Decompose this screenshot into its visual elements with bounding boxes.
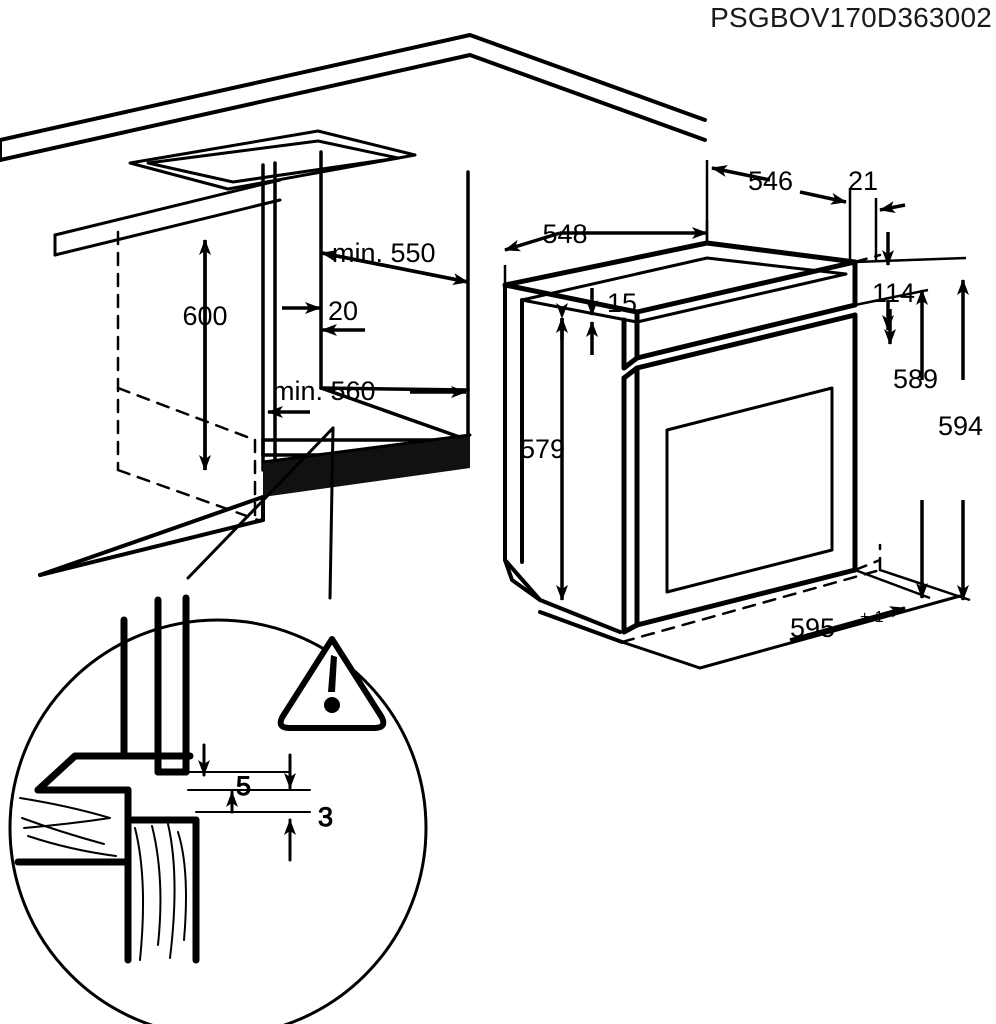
dim-min-560 xyxy=(267,386,467,418)
label-5: 5 xyxy=(236,771,251,801)
label-589: 589 xyxy=(893,364,938,394)
label-21: 21 xyxy=(848,166,878,196)
detail-leader-lines xyxy=(186,426,335,600)
oven-top-plate xyxy=(502,240,858,324)
cabinet-dimension-labels: 600 min. 550 20 min. 560 xyxy=(182,238,435,406)
label-546: 546 xyxy=(748,166,793,196)
detail-dimension-labels: 5 3 xyxy=(236,771,334,833)
hob-cutout xyxy=(128,129,417,191)
label-114: 114 xyxy=(872,278,915,308)
oven-dimensions xyxy=(503,160,969,672)
label-600: 600 xyxy=(182,301,227,331)
label-595: 595 xyxy=(790,613,835,643)
dim-595 xyxy=(789,606,906,642)
oven-fascia-band xyxy=(621,259,858,371)
cabinet-dimensions xyxy=(199,239,469,471)
warning-triangle-icon xyxy=(277,636,387,731)
oven-door-glass xyxy=(665,386,834,594)
oven-dimension-labels: 548 546 21 15 114 579 589 594 595 +-1 xyxy=(520,166,983,643)
label-595-tolerance: +-1 xyxy=(860,609,884,626)
dim-546 xyxy=(705,160,852,262)
document-code: PSGBOV170D363002 xyxy=(710,2,992,33)
dim-min-550 xyxy=(321,250,469,285)
detail-callout: 5 3 xyxy=(8,426,428,1024)
label-15: 15 xyxy=(607,288,637,318)
dim-20 xyxy=(282,302,365,336)
dim-595-lower xyxy=(690,655,760,672)
oven-witness-lines xyxy=(854,256,971,602)
oven-base xyxy=(503,558,624,644)
dim-21 xyxy=(874,198,906,266)
wood-grain-texture xyxy=(19,797,187,961)
label-min-560: min. 560 xyxy=(272,376,376,406)
cabinet-plinth xyxy=(261,433,472,497)
label-594: 594 xyxy=(938,411,983,441)
dim-548 xyxy=(503,220,709,285)
niche-walls xyxy=(261,150,470,472)
dim-589 xyxy=(884,289,928,599)
label-3: 3 xyxy=(318,802,333,832)
label-min-550: min. 550 xyxy=(332,238,436,268)
detail-circle xyxy=(8,618,428,1024)
oven-door xyxy=(621,312,858,635)
label-579: 579 xyxy=(520,434,565,464)
oven-depth-base xyxy=(620,594,962,670)
label-548: 548 xyxy=(542,219,587,249)
detail-dimensions xyxy=(187,743,311,862)
cabinet-left-panel xyxy=(53,178,282,522)
oven-left-side xyxy=(503,283,542,602)
detail-section-geometry xyxy=(14,594,200,964)
worktop-slab xyxy=(0,33,707,162)
oven-rear-hidden-edges xyxy=(620,253,882,644)
label-20: 20 xyxy=(328,296,358,326)
